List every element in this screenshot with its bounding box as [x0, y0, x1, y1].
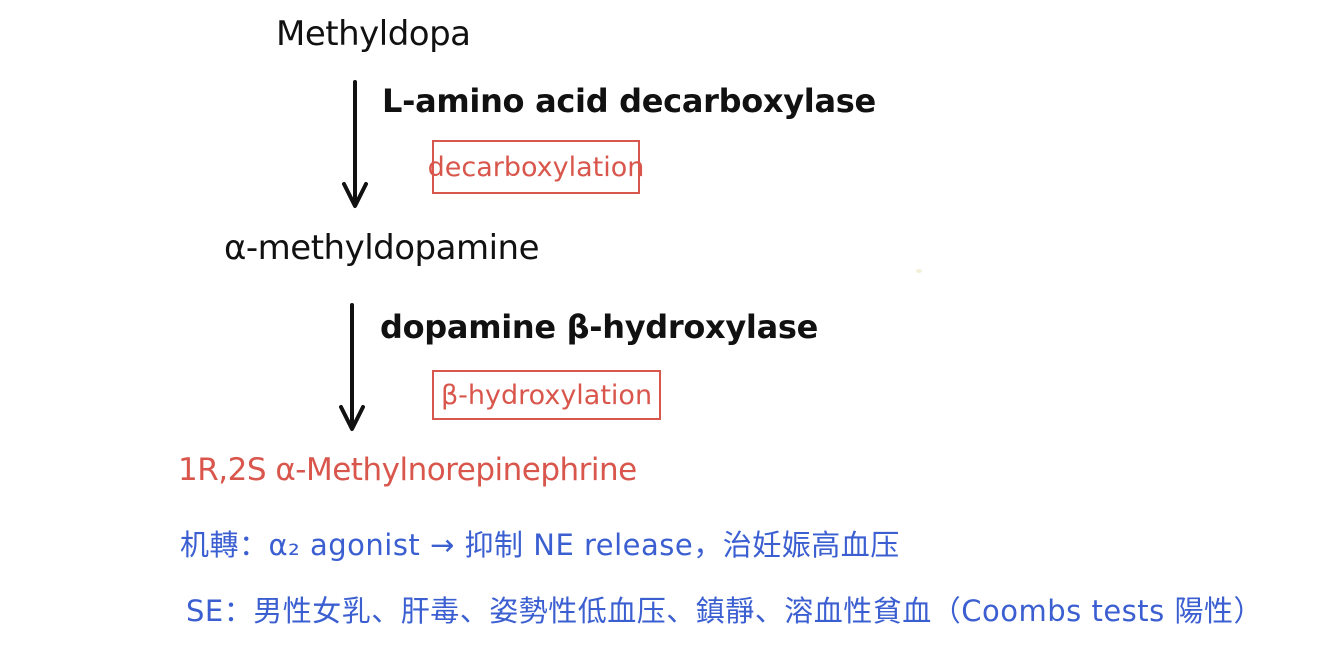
enzyme-l-amino-acid-decarboxylase: L-amino acid decarboxylase [382, 82, 876, 120]
methyldopa-label: Methyldopa [276, 14, 471, 54]
mechanism-note: 机轉：α₂ agonist → 抑制 NE release，治妊娠高血压 [180, 528, 900, 562]
arrow-down-icon [342, 80, 368, 208]
alpha-methyldopamine-label: α-methyldopamine [224, 228, 540, 268]
stray-mark [916, 269, 922, 273]
reaction-box-beta-hydroxylation: β-hydroxylation [432, 370, 661, 420]
enzyme-dopamine-beta-hydroxylase: dopamine β-hydroxylase [380, 308, 819, 346]
product-label: 1R,2S α-Methylnorepinephrine [178, 452, 637, 488]
arrow-down-icon [339, 303, 365, 431]
reaction-box-decarboxylation: decarboxylation [428, 140, 644, 194]
side-effects-note: SE：男性女乳、肝毒、姿勢性低血压、鎮靜、溶血性貧血（Coombs tests … [186, 594, 1263, 628]
